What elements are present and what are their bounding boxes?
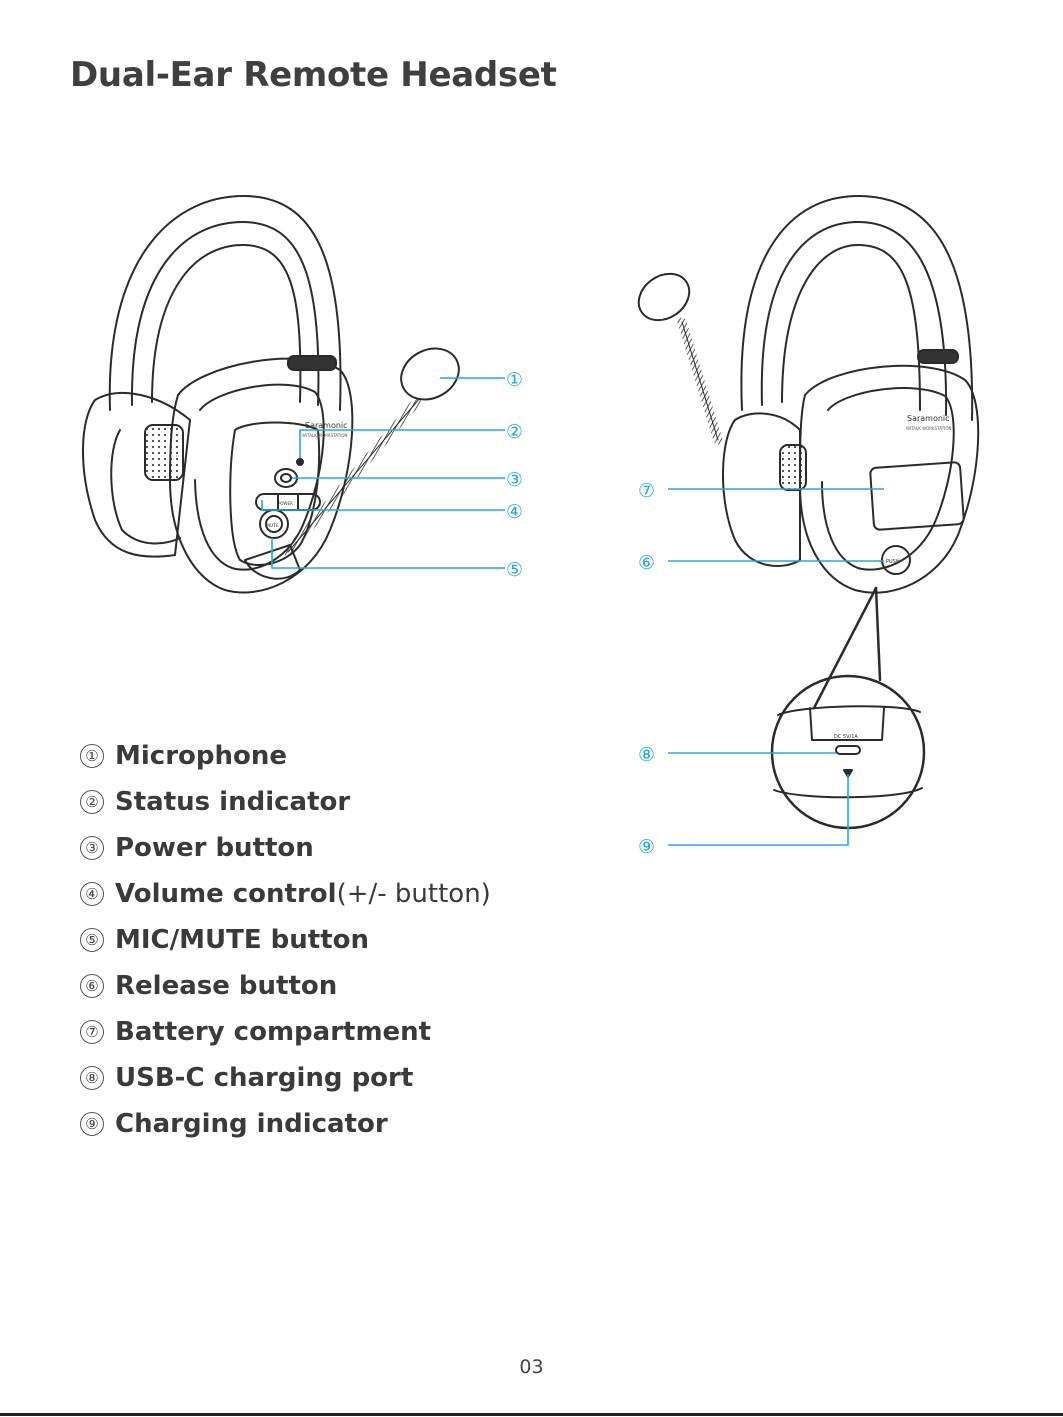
- callout-3: ③: [506, 469, 523, 491]
- left-ear-cup: [82, 392, 191, 558]
- headset-rear-view: [637, 194, 980, 830]
- legend-number: ②: [80, 790, 104, 814]
- leader-2: [299, 429, 505, 458]
- mute-key-label: MUTE: [266, 523, 279, 529]
- logo-badge: [287, 355, 337, 371]
- legend-item: ⑥ Release button: [80, 963, 491, 1009]
- legend-label: USB-C charging port: [115, 1063, 414, 1093]
- legend-item: ④ Volume control (+/- button): [80, 871, 491, 917]
- legend-item: ⑦ Battery compartment: [80, 1009, 491, 1055]
- legend-label: Power button: [115, 833, 314, 863]
- legend-label: Charging indicator: [115, 1109, 388, 1139]
- legend-number: ⑨: [80, 1112, 104, 1136]
- bottom-rule: [0, 1413, 1063, 1416]
- legend-item: ⑧ USB-C charging port: [80, 1055, 491, 1101]
- right-ear-cup: [169, 357, 354, 594]
- brand-subtext-rear: WITALK WORKSTATION: [906, 426, 952, 431]
- callout-2: ②: [506, 421, 523, 443]
- legend-number: ④: [80, 882, 104, 906]
- callout-7: ⑦: [638, 480, 655, 502]
- leader-9: [668, 774, 849, 846]
- headset-front-view: [82, 194, 460, 594]
- leader-5: [271, 538, 505, 569]
- legend-item: ③ Power button: [80, 825, 491, 871]
- brand-text: Saramonic: [305, 421, 348, 430]
- callout-6: ⑥: [638, 552, 655, 574]
- volume-rocker-label: POWER: [278, 501, 293, 506]
- battery-compartment: [869, 461, 965, 531]
- leader-4: [261, 500, 505, 511]
- brand-text-rear: Saramonic: [907, 414, 950, 423]
- parts-legend: ① Microphone ② Status indicator ③ Power but…: [80, 733, 491, 1147]
- page-title: Dual-Ear Remote Headset: [70, 55, 557, 95]
- release-key: [881, 545, 911, 575]
- release-key-label: PUSH: [886, 559, 900, 565]
- callout-8: ⑧: [638, 744, 655, 766]
- usb-port-label: DC 5V/1A: [834, 734, 858, 740]
- legend-label: Status indicator: [115, 787, 351, 817]
- callout-4: ④: [506, 501, 523, 523]
- legend-number: ①: [80, 744, 104, 768]
- legend-label: Volume control: [115, 879, 337, 909]
- callout-1: ①: [506, 369, 523, 391]
- legend-extra: (+/- button): [336, 879, 491, 909]
- page-number: 03: [519, 1356, 544, 1378]
- legend-item: ② Status indicator: [80, 779, 491, 825]
- legend-label: Microphone: [115, 741, 288, 771]
- callout-9: ⑨: [638, 836, 655, 858]
- legend-label: Release button: [115, 971, 338, 1001]
- legend-label: Battery compartment: [115, 1017, 432, 1047]
- status-led: [296, 458, 304, 466]
- legend-number: ⑦: [80, 1020, 104, 1044]
- legend-number: ⑥: [80, 974, 104, 998]
- mic-foam: [400, 347, 460, 401]
- callout-lines: [261, 377, 884, 846]
- legend-label: MIC/MUTE button: [115, 925, 370, 955]
- legend-number: ⑤: [80, 928, 104, 952]
- legend-item: ⑤ MIC/MUTE button: [80, 917, 491, 963]
- legend-item: ① Microphone: [80, 733, 491, 779]
- usb-c-port: [835, 745, 861, 755]
- brand-subtext: WITALK WORKSTATION: [302, 433, 348, 438]
- legend-item: ⑨ Charging indicator: [80, 1101, 491, 1147]
- headband: [108, 194, 342, 411]
- speaker-grill: [144, 424, 184, 481]
- charging-led: [843, 769, 853, 778]
- legend-number: ③: [80, 836, 104, 860]
- legend-number: ⑧: [80, 1066, 104, 1090]
- callout-5: ⑤: [506, 559, 523, 581]
